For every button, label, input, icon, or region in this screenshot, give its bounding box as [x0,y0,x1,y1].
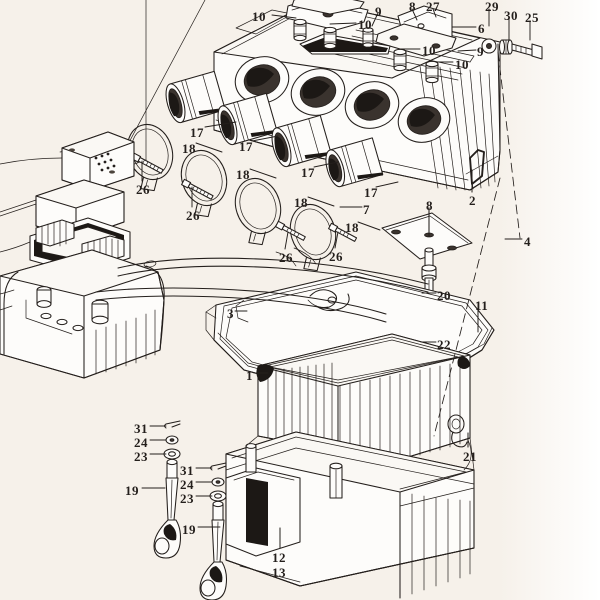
case-assembly-guides [245,435,475,471]
callout-number: 13 [272,565,286,580]
callout-number: 26 [186,208,200,223]
callout-number: 18 [345,220,359,235]
callout-number: 4 [524,234,531,249]
callout-number: 18 [182,141,196,156]
callout-number: 3 [227,306,234,321]
callout-number: 12 [272,550,286,565]
callout-number: 17 [190,125,204,140]
intake-ports [234,56,451,143]
callout-number: 26 [329,249,343,264]
callout-number: 30 [504,8,518,23]
callout-leader [432,8,437,18]
callout-number: 20 [437,288,451,303]
throttle-rod-left [153,420,182,559]
callout-leader [271,14,297,19]
breather-hoses [95,257,429,323]
callout-number: 17 [239,139,253,154]
callout-number: 8 [426,198,433,213]
callout-number: 31 [134,421,148,436]
leader-lines-long [433,51,521,437]
callout-number: 18 [236,167,250,182]
carburetor-boots [165,70,384,188]
callout-number: 6 [478,21,485,36]
callout-leader [284,231,289,250]
callout-number: 18 [294,195,308,210]
callout-leader [375,181,399,188]
callout-number: 10 [358,17,372,32]
bolt-washer-assembly [481,38,543,60]
callout-number: 9 [375,4,382,19]
callout-number: 11 [475,298,489,313]
breather-hose-ends [143,247,317,268]
callout-number: 29 [485,0,499,14]
callout-leader [457,49,477,52]
callout-number: 10 [455,57,469,72]
callout-leader [329,22,357,25]
callout-number: 1 [246,368,253,383]
callout-number: 23 [180,491,194,506]
callout-number: 7 [363,202,370,217]
air-cleaner-case [225,414,475,599]
callout-leader [251,135,279,142]
callout-number: 19 [182,522,196,537]
callout-leader [313,161,339,168]
callout-number: 17 [364,185,378,200]
callout-leader [411,8,418,21]
callout-leader [357,221,381,231]
callout-number: 21 [463,449,477,464]
callout-leader [307,196,335,207]
callout-leader [371,12,379,27]
callout-number: 2 [469,193,476,208]
callout-leader [204,121,237,128]
callout-leader [249,168,277,179]
callout-number: 17 [301,165,315,180]
callout-number: 26 [136,182,150,197]
callout-number: 27 [426,0,440,14]
callout-number: 26 [279,250,293,265]
callout-number: 8 [409,0,416,14]
callout-leaders [141,8,531,549]
throttle-rod-right [199,462,228,600]
callout-number: 10 [252,9,266,24]
callout-number: 24 [180,477,194,492]
air-filter-element [256,333,471,463]
callout-leader [334,231,339,249]
collar-spacers [293,18,439,84]
callout-number: 9 [477,44,484,59]
paper-edge-fade [500,0,600,600]
battery-assembly [0,131,165,379]
callout-number: 19 [125,483,139,498]
callout-leader [195,142,223,153]
callout-number: 25 [525,10,539,25]
callout-number: 22 [437,337,451,352]
callout-number: 10 [422,43,436,58]
callout-number: 24 [134,435,148,450]
callout-number: 31 [180,463,194,478]
callout-number: 23 [134,449,148,464]
